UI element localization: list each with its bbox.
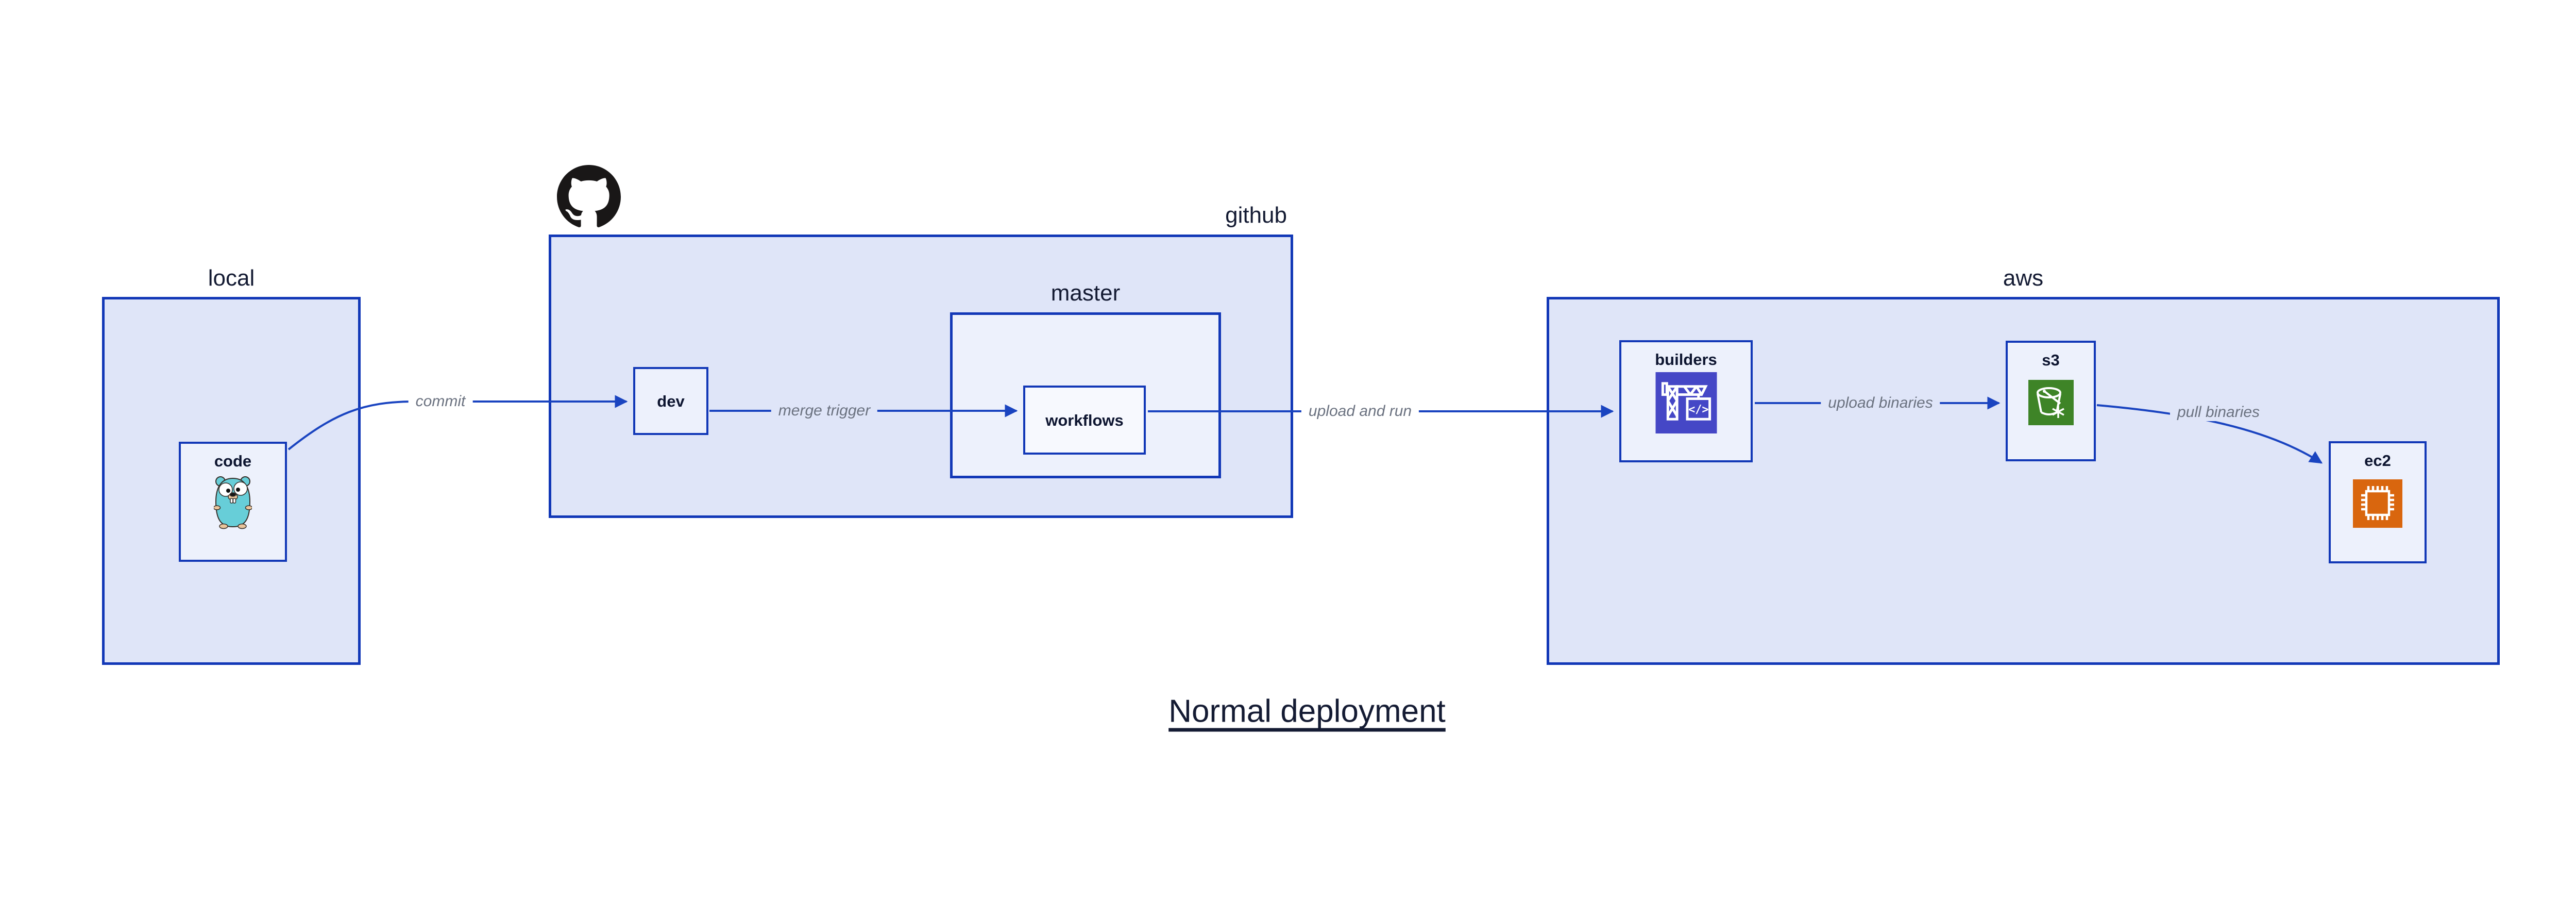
edge-label-merge-trigger: merge trigger xyxy=(771,402,878,420)
node-s3: s3 xyxy=(2006,341,2096,461)
node-ec2-label: ec2 xyxy=(2364,452,2391,470)
node-ec2: ec2 xyxy=(2329,441,2427,563)
ec2-chip-icon xyxy=(2353,479,2402,530)
container-label-master: master xyxy=(1050,280,1121,306)
edge-label-pull-binaries: pull binaries xyxy=(2170,404,2267,421)
s3-bucket-snowflake-icon xyxy=(2028,380,2074,428)
node-code: code xyxy=(179,442,287,562)
node-code-label: code xyxy=(214,452,252,470)
svg-text:</>: </> xyxy=(1688,403,1708,416)
edge-label-upload-binaries: upload binaries xyxy=(1821,394,1940,412)
container-label-github: github xyxy=(1225,203,1287,228)
github-octocat-icon xyxy=(557,165,621,229)
edge-label-upload-and-run: upload and run xyxy=(1301,403,1419,420)
node-workflows: workflows xyxy=(1023,386,1146,455)
node-builders-label: builders xyxy=(1655,350,1717,369)
container-label-local: local xyxy=(208,265,255,291)
node-s3-label: s3 xyxy=(2042,351,2060,369)
node-dev: dev xyxy=(633,367,708,435)
node-builders: builders </> xyxy=(1619,340,1753,462)
node-dev-label: dev xyxy=(657,392,685,410)
codebuild-crane-icon: </> xyxy=(1655,372,1717,436)
go-gopher-icon xyxy=(213,475,253,532)
edge-label-commit: commit xyxy=(408,393,473,410)
container-label-aws: aws xyxy=(2003,265,2044,291)
diagram-title: Normal deployment xyxy=(1168,693,1446,729)
node-workflows-label: workflows xyxy=(1045,411,1124,429)
